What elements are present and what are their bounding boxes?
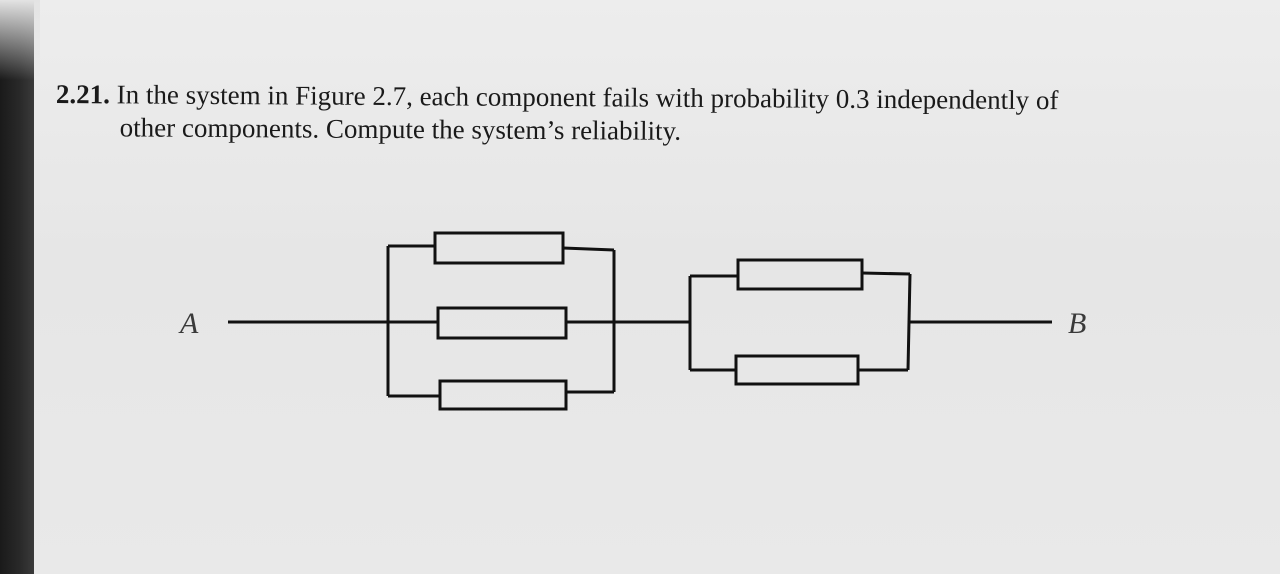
node-label-a: A (178, 307, 199, 340)
component-1-2 (436, 306, 568, 340)
component-2-2 (734, 354, 860, 386)
monitor-bezel (0, 0, 34, 574)
node-label-b: B (1068, 307, 1086, 340)
component-1-3 (438, 379, 568, 411)
component-1-1 (433, 231, 565, 265)
component-2-1 (736, 258, 864, 291)
bezel-glare (0, 0, 40, 80)
